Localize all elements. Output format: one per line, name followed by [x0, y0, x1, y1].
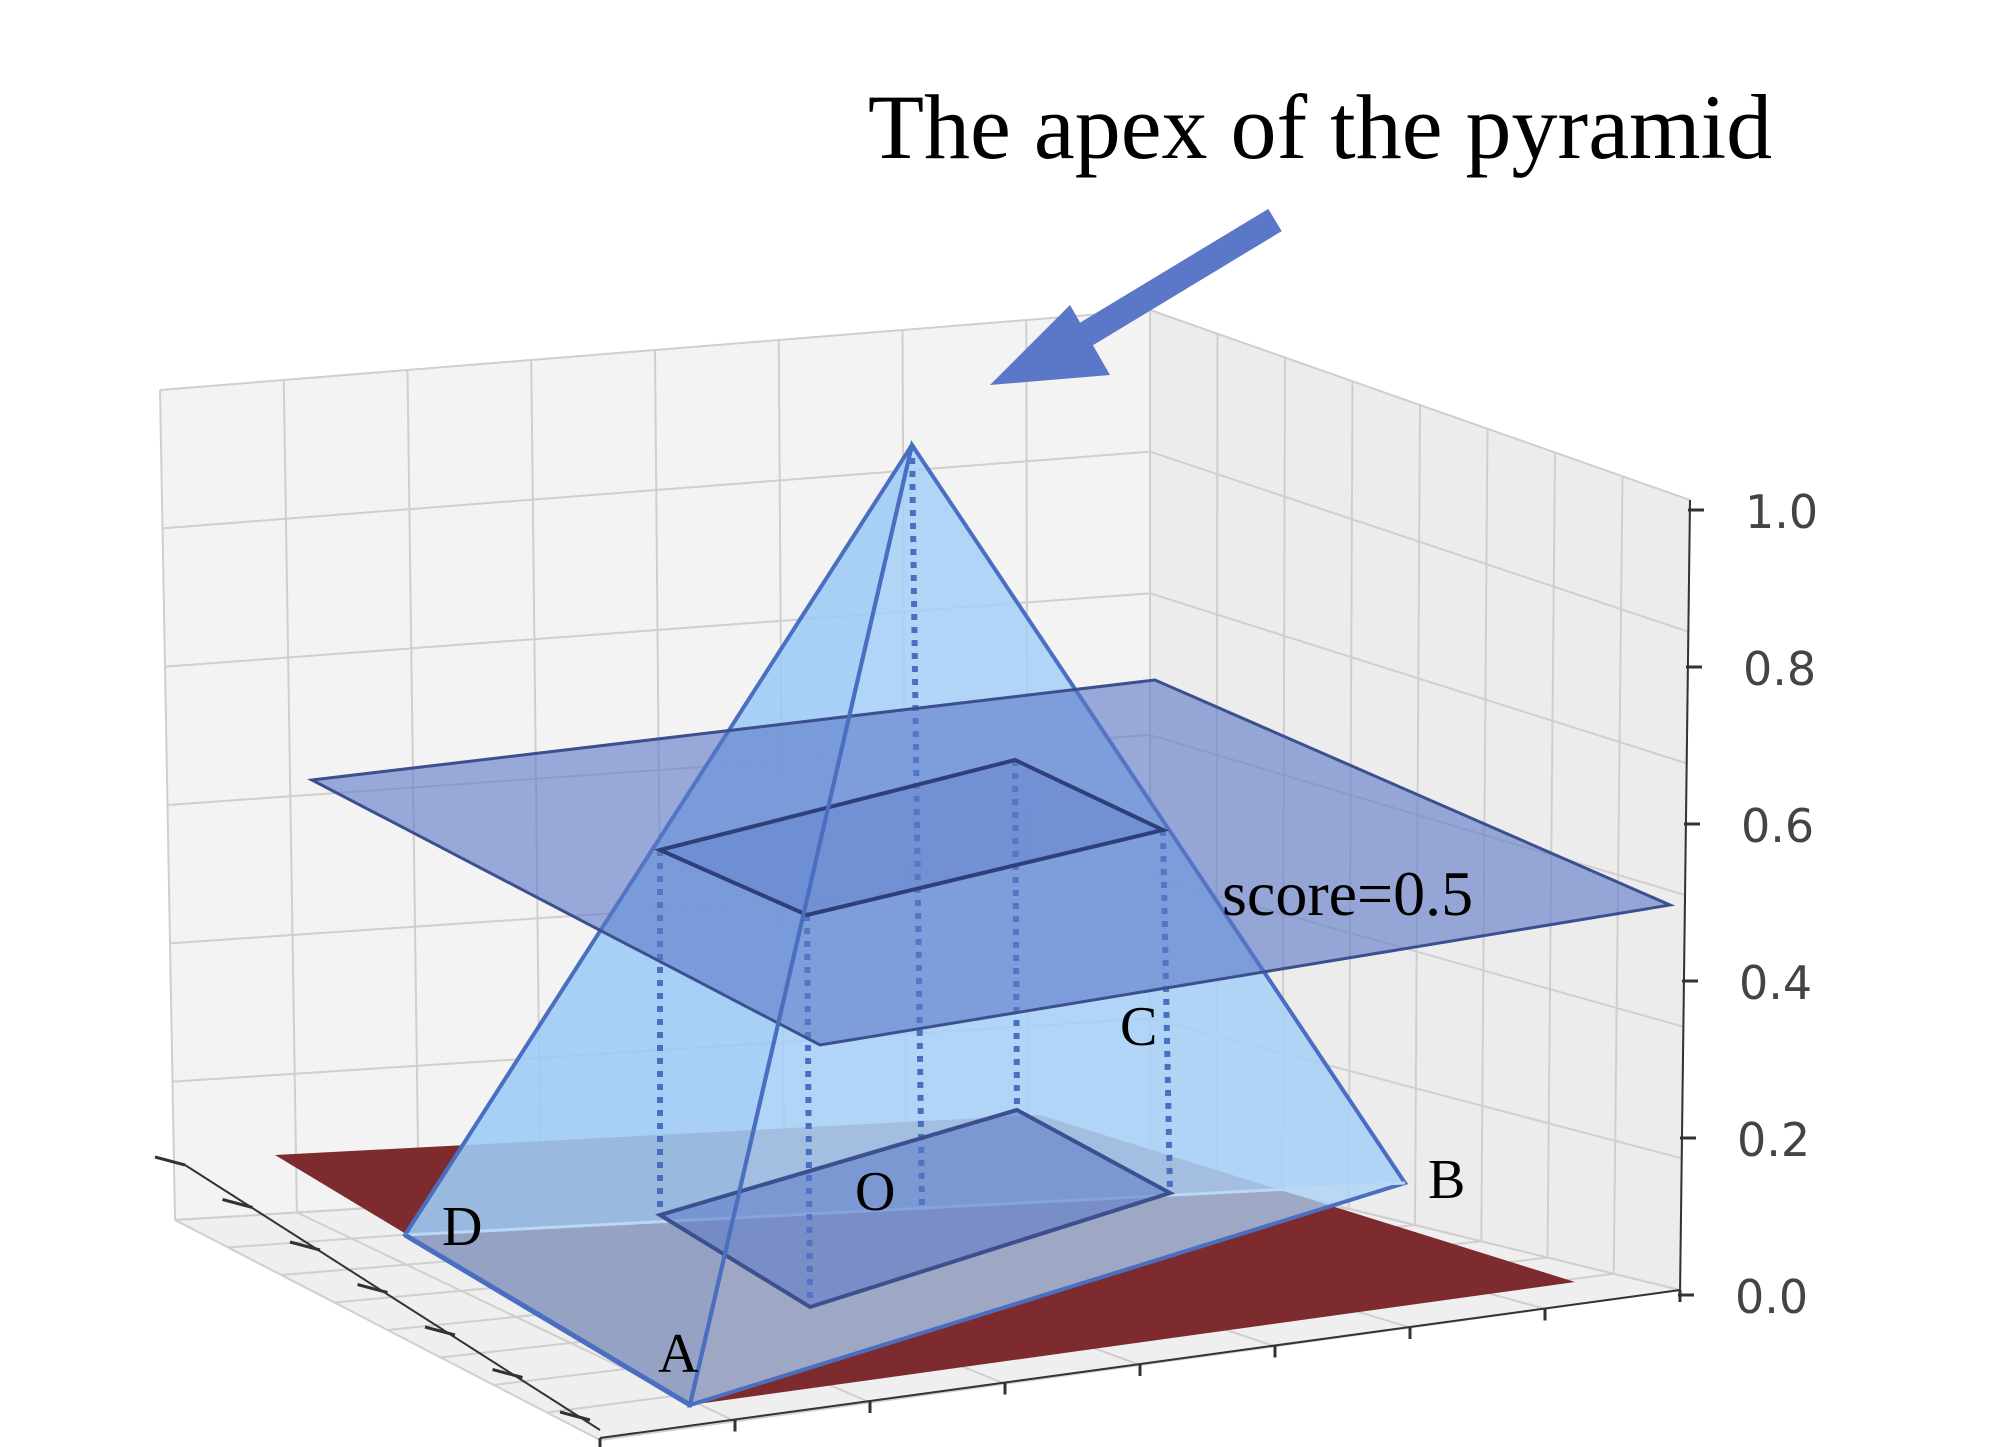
floor-axis-tick [154, 1155, 186, 1167]
grid-line [159, 309, 1151, 391]
vertex-label-c: C [1120, 996, 1157, 1058]
floor-axis-tick [222, 1198, 253, 1209]
floor-axis-line [184, 1164, 601, 1431]
apex-label: The apex of the pyramid [868, 76, 1772, 178]
floor-axis-tick [559, 1410, 591, 1422]
grid-line [162, 450, 1151, 530]
floor-axis-line [599, 1289, 1681, 1439]
intersection-square [653, 757, 1169, 918]
z-axis-tick-label: 0.2 [1737, 1113, 1810, 1167]
projection-line [1160, 829, 1173, 1194]
z-axis-tick-label: 0.8 [1743, 642, 1816, 696]
grid-line [1149, 450, 1689, 633]
grid-line [1149, 592, 1687, 765]
vertex-label-o: O [855, 1161, 895, 1223]
projection-line [1012, 759, 1020, 1111]
plane-label: score=0.5 [1222, 858, 1473, 929]
projected-square [655, 1107, 1176, 1310]
vertex-label-b: B [1428, 1149, 1465, 1211]
z-axis: 0.0 0.2 0.4 0.6 0.8 1.0 [1678, 485, 1818, 1324]
apex-arrow [990, 208, 1282, 385]
score-plane [306, 678, 1676, 1047]
z-axis-tick-label: 0.0 [1735, 1270, 1808, 1324]
grid-line [1149, 309, 1691, 501]
front-edge-apex-a [688, 444, 914, 1406]
front-edge-a-d [403, 1232, 692, 1408]
z-axis-tick-label: 0.4 [1739, 956, 1812, 1010]
floor-axis-ticks [154, 1155, 1682, 1447]
vertex-label-a: A [658, 1323, 699, 1385]
arrow-shaft [1053, 208, 1282, 362]
z-axis-tick-label: 0.6 [1741, 799, 1814, 853]
arrow-head [990, 305, 1110, 385]
vertex-label-d: D [442, 1196, 482, 1258]
z-axis-line [1679, 499, 1691, 1296]
z-axis-tick-label: 1.0 [1745, 485, 1818, 539]
